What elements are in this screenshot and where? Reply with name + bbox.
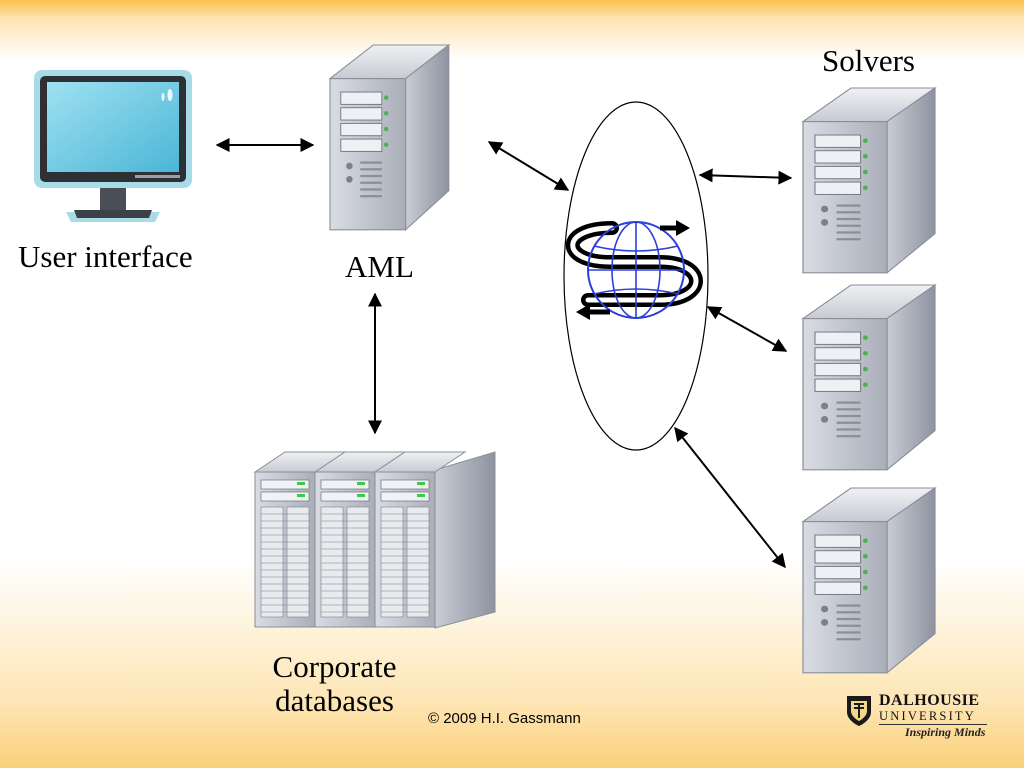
aml-label: AML: [345, 249, 414, 284]
arrow-aml-network: [487, 141, 570, 191]
copyright-footer: © 2009 H.I. Gassmann: [428, 710, 581, 727]
arrow-network-solver1: [698, 168, 793, 185]
arrow-network-solver3: [674, 426, 786, 569]
logo-name-line2: UNIVERSITY: [879, 709, 976, 723]
aml-server-icon: [329, 44, 450, 231]
user-interface-label: User interface: [18, 239, 193, 274]
logo-tagline: Inspiring Minds: [905, 725, 986, 739]
dalhousie-logo: DALHOUSIE UNIVERSITY Inspiring Minds: [845, 692, 995, 742]
corporate-databases-label: Corporate databases: [262, 649, 407, 719]
dalhousie-crest-icon: [847, 696, 871, 726]
logo-divider: [879, 724, 987, 725]
network-globe-icon: [565, 220, 703, 320]
arrow-network-solver2: [706, 306, 788, 352]
corporate-label-line1: Corporate: [272, 649, 397, 684]
solver-server-icon-2: [802, 284, 936, 471]
solver-server-icon-1: [802, 87, 936, 274]
database-cluster-icon: [254, 451, 496, 629]
connection-arrows: [215, 138, 793, 569]
monitor-icon: [34, 70, 192, 222]
solvers-label: Solvers: [822, 43, 915, 78]
logo-name-line1: DALHOUSIE: [879, 692, 980, 709]
solver-server-icon-3: [802, 487, 936, 674]
corporate-label-line2: databases: [275, 683, 394, 719]
